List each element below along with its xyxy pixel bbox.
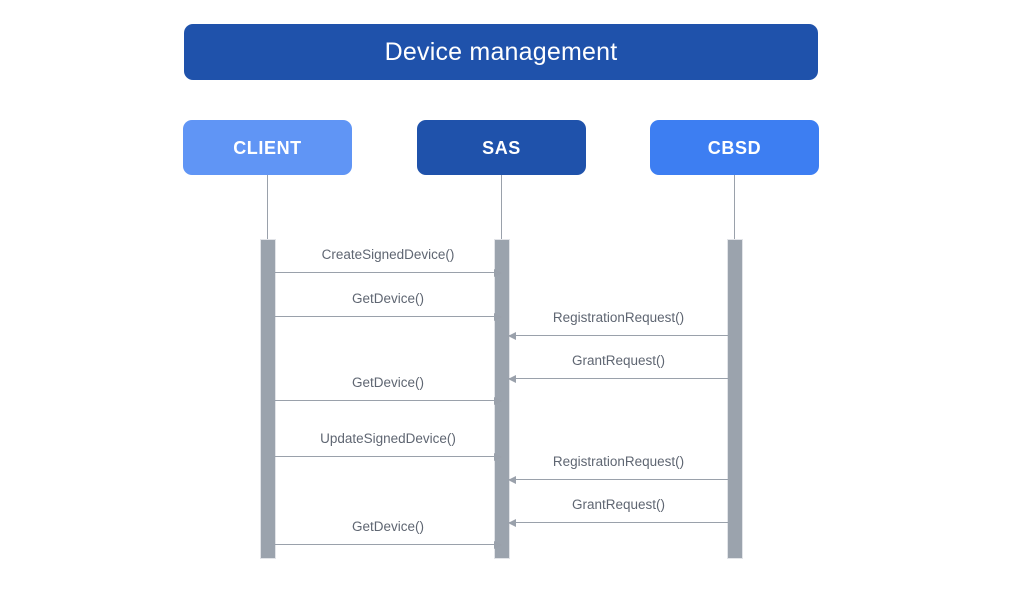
message-label-2: GetDevice() — [351, 291, 424, 306]
arrowhead-left-icon-4 — [508, 374, 516, 383]
message-arrow-9[interactable]: GetDevice() — [275, 520, 502, 549]
message-label-7: RegistrationRequest() — [552, 454, 685, 469]
message-arrow-3[interactable]: RegistrationRequest() — [508, 311, 728, 340]
message-arrow-4[interactable]: GrantRequest() — [508, 354, 728, 383]
message-line-9 — [275, 544, 501, 546]
arrowhead-right-icon-1 — [494, 268, 502, 277]
activation-bar-client — [260, 239, 276, 559]
message-line-3 — [509, 335, 728, 337]
page-title: Device management — [384, 37, 618, 66]
message-line-2 — [275, 316, 501, 318]
message-line-7 — [509, 479, 728, 481]
message-line-1 — [275, 272, 501, 274]
message-label-6: UpdateSignedDevice() — [320, 431, 456, 446]
arrowhead-left-icon-3 — [508, 331, 516, 340]
message-line-4 — [509, 378, 728, 380]
message-arrow-8[interactable]: GrantRequest() — [508, 498, 728, 527]
message-line-8 — [509, 522, 728, 524]
message-arrow-5[interactable]: GetDevice() — [275, 376, 502, 405]
message-label-1: CreateSignedDevice() — [321, 247, 455, 262]
message-arrow-2[interactable]: GetDevice() — [275, 292, 502, 321]
arrowhead-right-icon-5 — [494, 396, 502, 405]
arrowhead-right-icon-9 — [494, 540, 502, 549]
arrowhead-right-icon-2 — [494, 312, 502, 321]
activation-bar-cbsd — [727, 239, 743, 559]
message-line-6 — [275, 456, 501, 458]
participant-cbsd[interactable]: CBSD — [650, 120, 819, 175]
message-label-4: GrantRequest() — [571, 353, 666, 368]
participant-label-client: CLIENT — [233, 137, 302, 158]
participant-sas[interactable]: SAS — [417, 120, 586, 175]
message-label-3: RegistrationRequest() — [552, 310, 685, 325]
diagram-title-banner: Device management — [184, 24, 818, 80]
message-label-8: GrantRequest() — [571, 497, 666, 512]
message-label-5: GetDevice() — [351, 375, 424, 390]
arrowhead-left-icon-8 — [508, 518, 516, 527]
message-arrow-7[interactable]: RegistrationRequest() — [508, 455, 728, 484]
message-arrow-1[interactable]: CreateSignedDevice() — [275, 248, 502, 277]
participant-client[interactable]: CLIENT — [183, 120, 352, 175]
arrowhead-left-icon-7 — [508, 475, 516, 484]
arrowhead-right-icon-6 — [494, 452, 502, 461]
message-arrow-6[interactable]: UpdateSignedDevice() — [275, 432, 502, 461]
message-label-9: GetDevice() — [351, 519, 424, 534]
participant-label-cbsd: CBSD — [707, 137, 762, 158]
message-line-5 — [275, 400, 501, 402]
participant-label-sas: SAS — [482, 137, 521, 158]
